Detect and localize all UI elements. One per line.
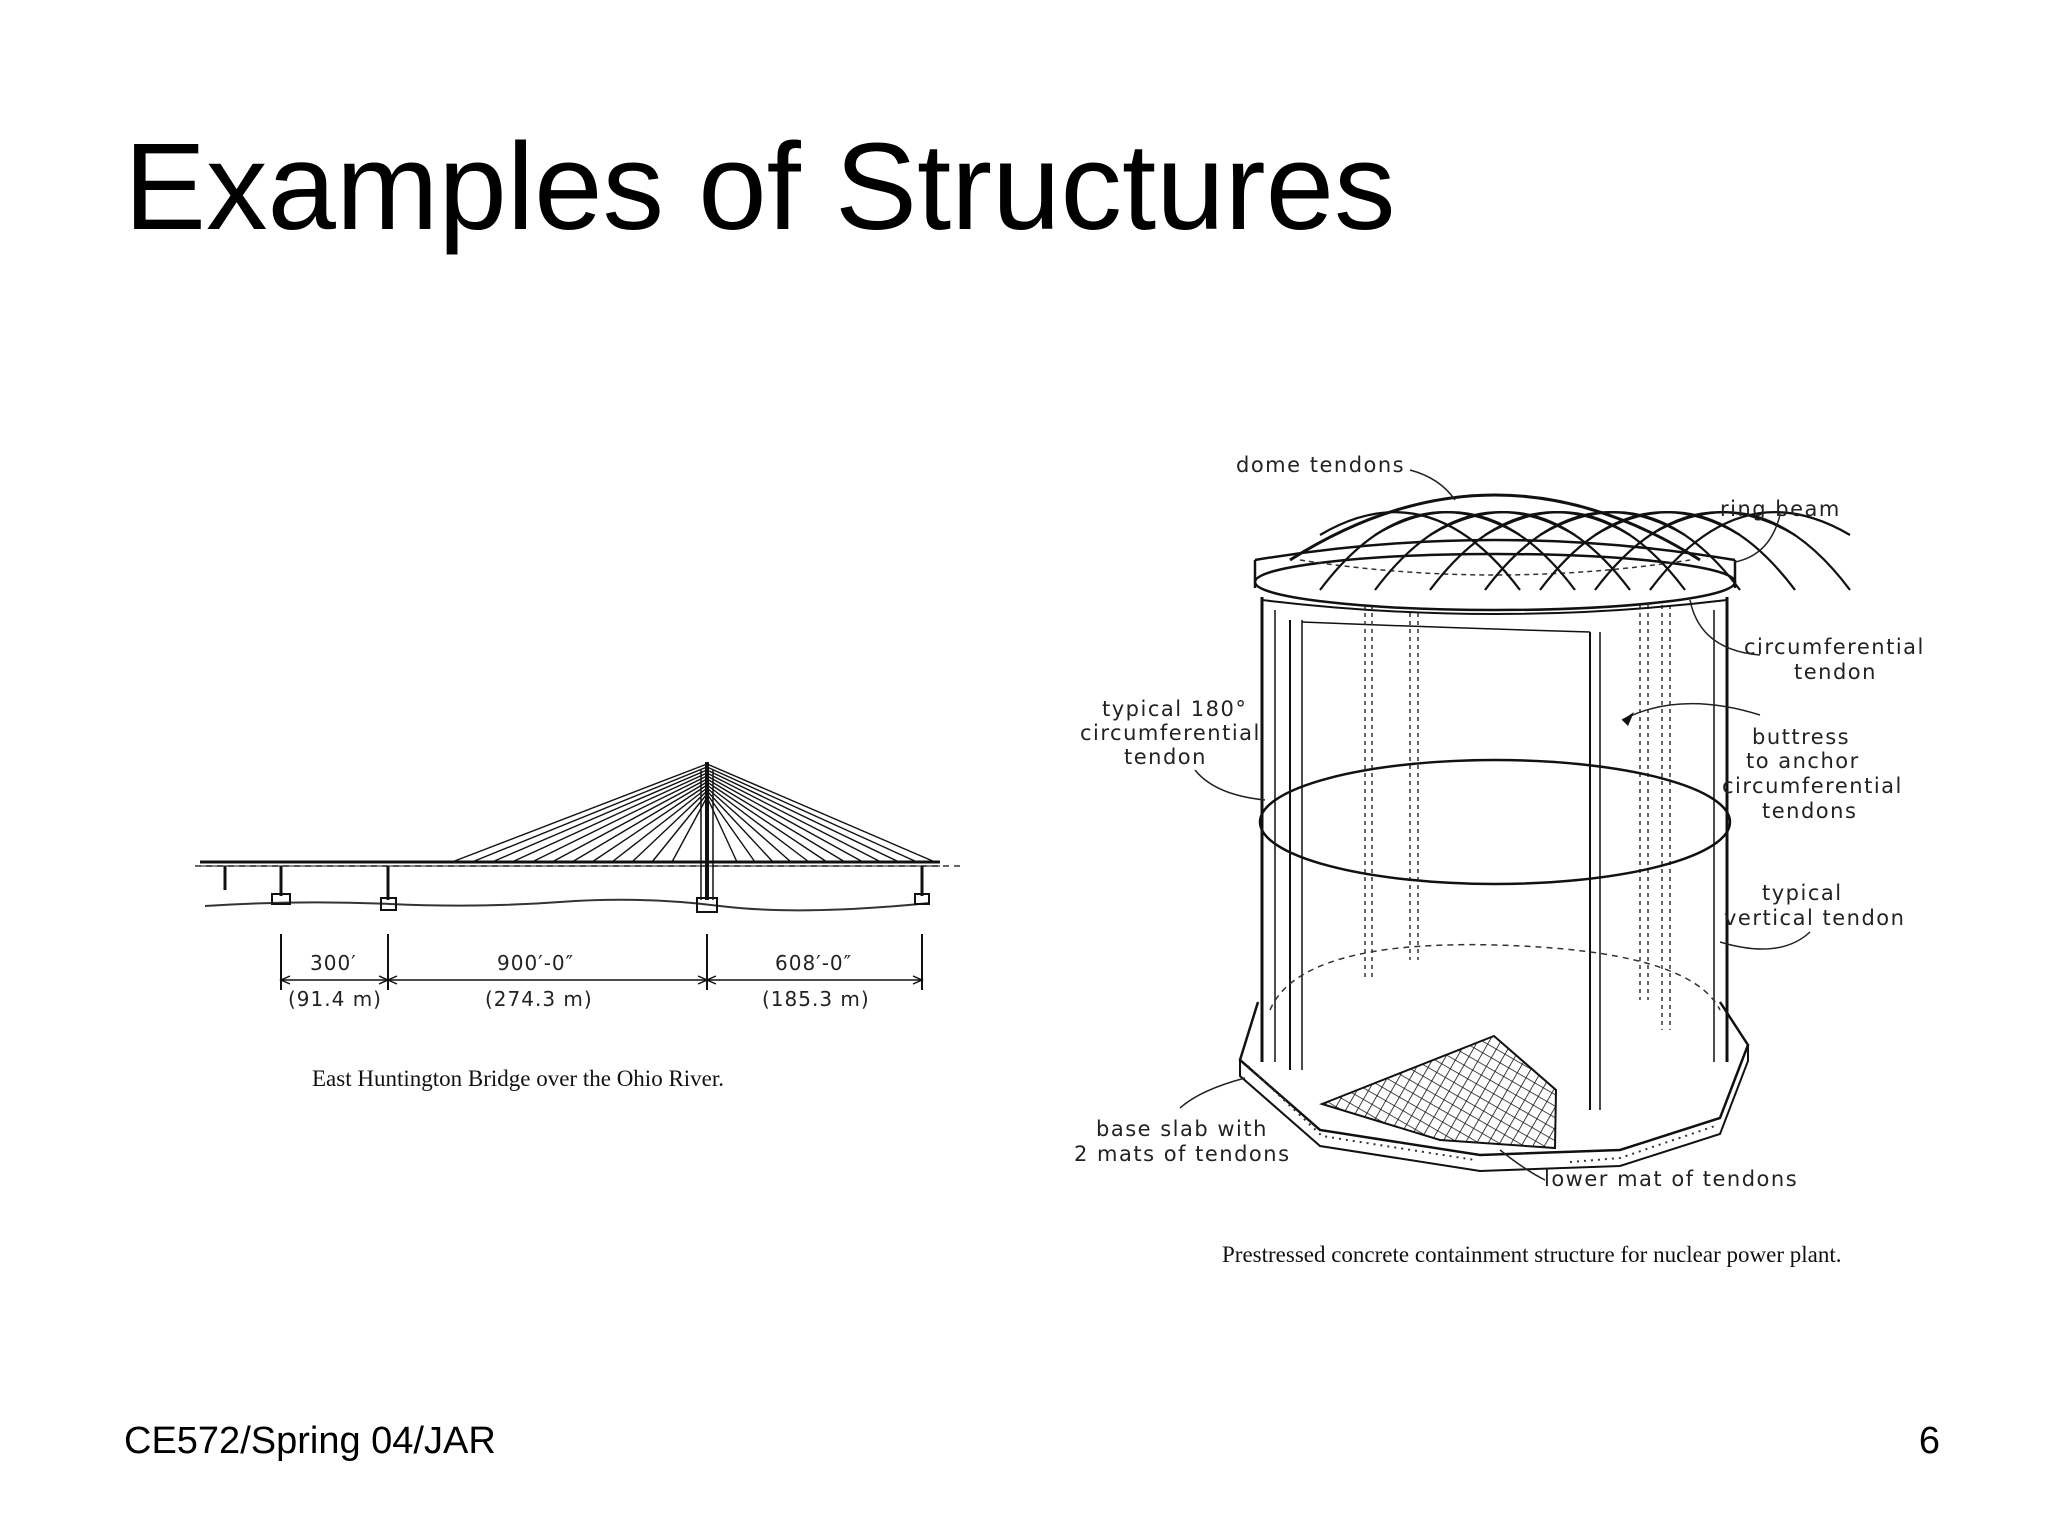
- dome-tendon: [1649, 511, 1851, 591]
- stay-cable: [706, 787, 792, 863]
- stay-cable: [706, 778, 846, 863]
- dome-tendon: [1484, 511, 1686, 591]
- stay-cable: [651, 793, 708, 863]
- stay-cable: [706, 772, 882, 863]
- stay-cable: [611, 787, 708, 863]
- bridge-caption: East Huntington Bridge over the Ohio Riv…: [312, 1066, 724, 1091]
- containment-caption: Prestressed concrete containment structu…: [1222, 1242, 1841, 1267]
- label-ring-beam: ring beam: [1720, 497, 1841, 521]
- label-circumferential-tendon: circumferential tendon: [1744, 635, 1933, 684]
- stay-cable: [531, 775, 708, 863]
- stay-cable: [706, 784, 810, 863]
- dome-tendon: [1539, 511, 1741, 591]
- stay-cable: [551, 778, 708, 863]
- stay-cable: [671, 796, 708, 863]
- label-typical-180-tendon: typical 180° circumferential tendon: [1080, 697, 1269, 769]
- label-dome-tendons: dome tendons: [1236, 453, 1405, 477]
- stay-cable: [706, 775, 864, 863]
- stay-cable: [706, 769, 900, 863]
- stay-cable: [706, 781, 828, 863]
- dome: [1289, 493, 1701, 562]
- stay-cable: [571, 781, 708, 863]
- stay-cable: [706, 796, 738, 863]
- dome-tendon: [1649, 511, 1851, 591]
- span-2-m: (274.3 m): [485, 987, 593, 1011]
- tower-foundation: [696, 897, 718, 913]
- stay-cable: [631, 790, 708, 863]
- span-2-ft: 900′-0″: [497, 951, 574, 975]
- stay-cable: [706, 793, 756, 863]
- dome-tendon: [1374, 511, 1576, 591]
- circumferential-tendon-ring: [1258, 758, 1732, 886]
- label-typical-vertical-tendon: typical vertical tendon: [1724, 881, 1905, 930]
- span-3-ft: 608′-0″: [775, 951, 852, 975]
- label-buttress: buttress to anchor circumferential tendo…: [1722, 725, 1911, 823]
- span-3-m: (185.3 m): [762, 987, 870, 1011]
- label-lower-mat-of-tendons: lower mat of tendons: [1544, 1167, 1798, 1191]
- page-number: 6: [1918, 1420, 1940, 1462]
- stay-cable: [471, 766, 708, 863]
- label-base-slab: base slab with 2 mats of tendons: [1074, 1117, 1291, 1166]
- lower-mat-of-tendons: [1318, 1034, 1558, 1150]
- stay-cable: [511, 772, 708, 863]
- stay-cable: [706, 766, 918, 863]
- dome-tendon: [1319, 511, 1521, 591]
- stay-cable: [706, 790, 774, 863]
- bridge-figure: 300′ (91.4 m) 900′-0″ (274.3 m) 608′-0″ …: [195, 762, 965, 1091]
- footer-course-label: CE572/Spring 04/JAR: [124, 1420, 496, 1462]
- stay-cable: [451, 763, 708, 863]
- span-1-ft: 300′: [310, 951, 357, 975]
- containment-figure: dome tendons ring beam circumferential t…: [1074, 453, 1933, 1267]
- stay-cable: [491, 769, 708, 863]
- dome-tendon: [1429, 511, 1631, 591]
- slide-title: Examples of Structures: [124, 119, 1396, 256]
- span-1-m: (91.4 m): [288, 987, 382, 1011]
- stay-cable: [591, 784, 708, 863]
- dome-tendon: [1594, 511, 1796, 591]
- stay-cable: [706, 763, 936, 863]
